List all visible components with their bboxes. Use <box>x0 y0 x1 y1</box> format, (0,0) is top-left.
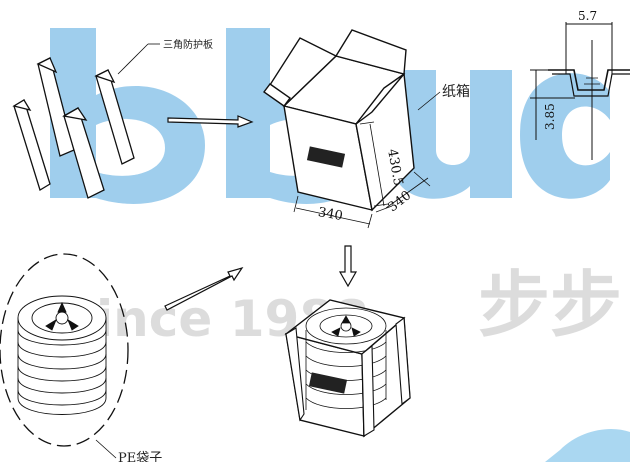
tray-width-dimension: 5.7 <box>578 9 597 23</box>
triangle-guard-leader <box>117 43 160 75</box>
pe-bag-leader <box>95 439 117 459</box>
triangle-guard-label: 三角防护板 <box>163 38 213 51</box>
carton-leader <box>417 91 441 111</box>
reel-stack <box>17 295 107 415</box>
watermark-cn-text: 步步 <box>478 263 622 347</box>
tray-depth-dimension: 3.85 <box>543 103 557 130</box>
box-height-dimension: 430.5 <box>384 148 405 187</box>
arrow-diagonal-icon <box>164 266 244 311</box>
triangle-guard-boards <box>12 57 135 199</box>
box-length-dimension: 340 <box>317 205 344 224</box>
tray-section-detail <box>530 22 630 160</box>
pe-bag-outline <box>0 253 129 447</box>
arrow-down-icon <box>338 245 358 288</box>
packed-guards <box>285 316 411 437</box>
dimension-lines <box>293 121 431 229</box>
pe-bag-label: PE袋子 <box>118 451 162 462</box>
packed-carton-logo-mark <box>308 372 348 394</box>
carton-label: 纸箱 <box>442 84 470 100</box>
carton-logo-mark <box>306 146 346 168</box>
arrow-right-icon <box>167 115 254 128</box>
